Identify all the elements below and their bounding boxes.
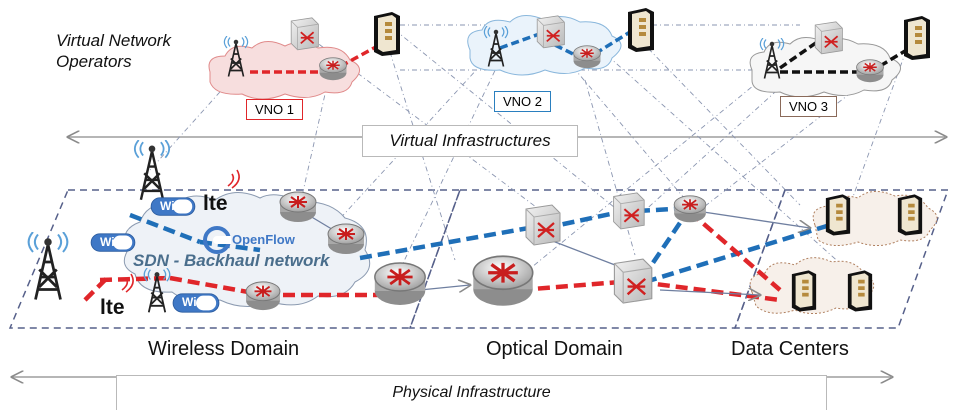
vno3-server-icon	[904, 16, 930, 60]
optical-switch-icon	[613, 257, 654, 304]
router-icon	[471, 254, 535, 308]
server-icon	[847, 270, 873, 312]
router-icon	[673, 194, 707, 224]
lte-signal-icon	[227, 169, 240, 189]
server-icon	[825, 194, 851, 236]
vno3-router-icon	[855, 58, 885, 84]
wireless-domain-label: Wireless Domain	[148, 338, 300, 360]
router-icon	[327, 223, 365, 255]
virtual-infrastructures-label: Virtual Infrastructures	[362, 125, 578, 157]
optical-domain-region	[408, 189, 787, 329]
vno1-router-icon	[318, 56, 348, 82]
vno1-server-icon	[374, 12, 400, 56]
vno3-switch-icon	[814, 20, 844, 55]
data-centers-label: Data Centers	[731, 338, 849, 360]
vno-section-title: Virtual Network Operators	[56, 30, 171, 72]
vno1-switch-icon	[290, 16, 320, 51]
wifi-label: Wi Fi	[182, 295, 211, 309]
router-icon	[373, 261, 427, 307]
openflow-label: OpenFlow	[232, 232, 295, 247]
vno3-label: VNO 3	[780, 96, 838, 117]
vno2-switch-icon	[536, 14, 566, 49]
router-icon	[279, 191, 317, 223]
vno2-router-icon	[572, 44, 602, 70]
sdn-backhaul-label: SDN - Backhaul network	[133, 251, 330, 270]
vno-title-line1: Virtual Network	[56, 31, 171, 50]
vno1-label: VNO 1	[246, 99, 304, 120]
wifi-label: Wi Fi	[100, 235, 129, 249]
physical-infrastructure-label: Physical Infrastructure	[116, 375, 827, 410]
wifi-label: Wi Fi	[160, 199, 189, 213]
optical-switch-icon	[524, 203, 562, 246]
wireless-domain-region	[8, 189, 462, 329]
server-icon	[897, 194, 923, 236]
tower-icon	[133, 140, 171, 202]
vno2-server-icon	[628, 8, 654, 52]
optical-domain-label: Optical Domain	[486, 338, 623, 360]
router-icon	[245, 280, 281, 312]
optical-switch-icon	[612, 191, 646, 230]
lte-label: lte	[203, 192, 228, 215]
vno-title-line2: Operators	[56, 52, 132, 71]
vno2-label: VNO 2	[494, 91, 552, 112]
lte-signal-icon	[121, 273, 134, 293]
lte-label: lte	[100, 296, 125, 319]
tower-icon	[27, 232, 69, 301]
server-icon	[791, 270, 817, 312]
mapping-lines	[149, 24, 911, 296]
openflow-logo-icon	[203, 226, 231, 254]
